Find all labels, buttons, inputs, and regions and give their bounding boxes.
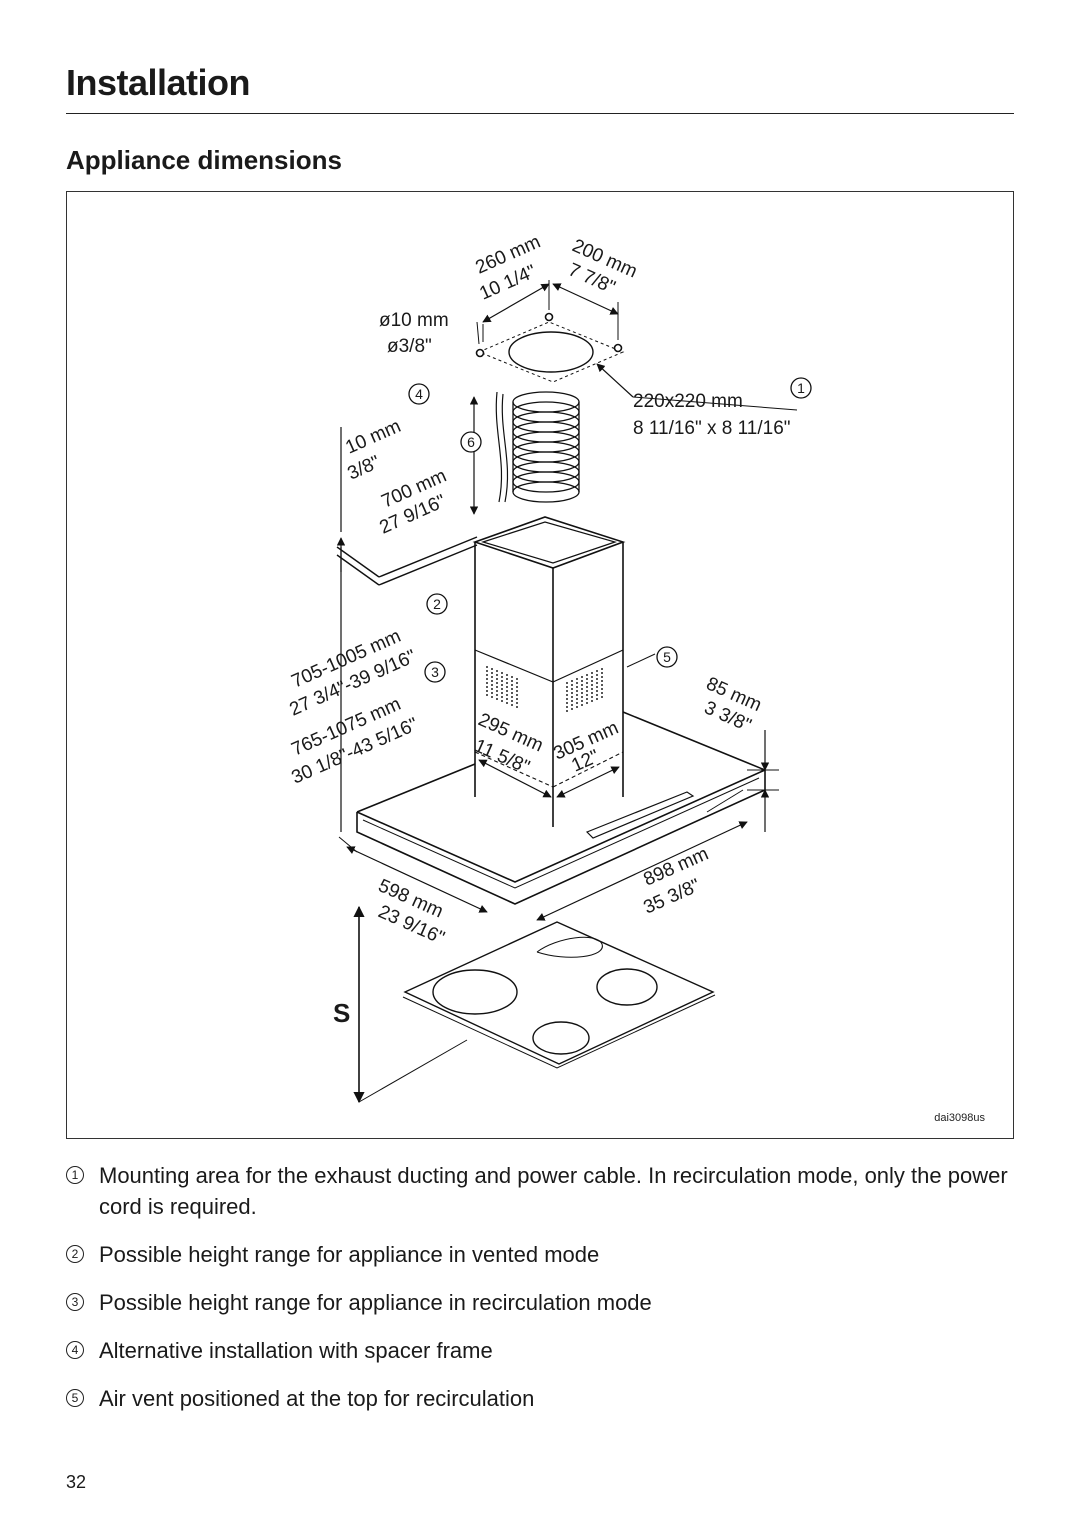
callout-6-label: 6 [467,434,475,450]
page-number: 32 [66,1472,87,1492]
flexible-duct [495,391,580,503]
legend-item-3: 3 Possible height range for appliance in… [66,1287,1014,1318]
dim-s-label: S [333,998,350,1028]
callout-6: 6 [460,431,482,453]
callout-1-label: 1 [797,380,805,396]
dimension-figure: 260 mm 10 1/4" 200 mm 7 7/8" ø10 mm ø3/8… [66,191,1014,1139]
dim-220in: 8 11/16" x 8 11/16" [633,418,791,439]
legend-text-1: Mounting area for the exhaust ducting an… [99,1163,1008,1219]
callout-3-label: 3 [431,664,439,680]
legend-item-2: 2 Possible height range for appliance in… [66,1239,1014,1270]
legend-number-1: 1 [66,1166,84,1184]
dim-hole-in: ø3/8" [387,336,432,357]
chimney [472,516,626,827]
legend-text-3: Possible height range for appliance in r… [99,1290,652,1315]
legend-number-2: 2 [66,1245,84,1263]
legend-text-4: Alternative installation with spacer fra… [99,1338,493,1363]
legend-text-5: Air vent positioned at the top for recir… [99,1386,535,1411]
title-divider [66,113,1014,114]
page-title: Installation [66,62,251,103]
legend-list: 1 Mounting area for the exhaust ducting … [66,1160,1014,1431]
section-title: Appliance dimensions [66,145,342,175]
ceiling-line [336,427,478,832]
dim-220mm: 220x220 mm [633,391,743,412]
dim-hole-mm: ø10 mm [379,310,449,331]
figure-code: dai3098us [934,1112,985,1124]
legend-number-4: 4 [66,1341,84,1359]
legend-number-5: 5 [66,1389,84,1407]
appliance-dimension-drawing: 260 mm 10 1/4" 200 mm 7 7/8" ø10 mm ø3/8… [286,231,812,1104]
callout-4: 4 [408,383,430,405]
callout-3: 3 [424,661,446,683]
legend-item-1: 1 Mounting area for the exhaust ducting … [66,1160,1014,1222]
callouts: 1 4 6 2 3 5 [408,377,812,683]
ceiling-mounting-area [475,280,798,411]
hood-canopy [356,711,766,905]
legend-item-4: 4 Alternative installation with spacer f… [66,1335,1014,1366]
legend-number-3: 3 [66,1293,84,1311]
legend-text-2: Possible height range for appliance in v… [99,1242,600,1267]
callout-1: 1 [790,377,812,399]
callout-2-label: 2 [433,596,441,612]
legend-item-5: 5 Air vent positioned at the top for rec… [66,1383,1014,1414]
callout-5: 5 [656,646,678,668]
callout-5-label: 5 [663,649,671,665]
callout-4-label: 4 [415,386,423,402]
cooktop [402,921,716,1069]
callout-2: 2 [426,593,448,615]
